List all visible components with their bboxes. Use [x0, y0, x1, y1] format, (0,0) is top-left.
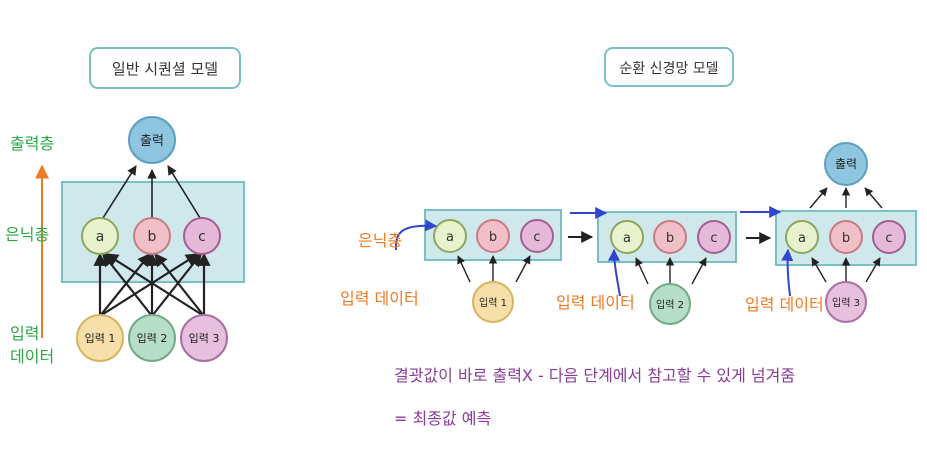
- recurrent-output-label: 출력: [835, 157, 857, 171]
- recurrent-input-node-3: [825, 281, 867, 323]
- recurrent-step2-node-a: [610, 220, 644, 254]
- recurrent-model: 순환 신경망 모델 a b c 입력 1 a b c 입력 2: [424, 47, 917, 325]
- recurrent-title-box: [604, 47, 734, 87]
- sequential-hidden-node-a: [81, 217, 119, 255]
- recurrent-step3-node-c: [872, 220, 906, 254]
- output-layer-annotation: 출력층: [10, 134, 54, 153]
- sequential-hidden-node-b: [133, 217, 171, 255]
- recurrent-step2-node-c: [697, 220, 731, 254]
- recurrent-step1-label-c: c: [533, 230, 540, 245]
- recurrent-step1-node-b: [476, 219, 510, 253]
- hidden-layer-annotation: 은닉층: [5, 225, 49, 244]
- recurrent-input-label-2: 입력 2: [656, 298, 684, 311]
- recurrent-step3-node-a: [785, 220, 819, 254]
- sequential-output-node: [128, 116, 176, 164]
- recurrent-step2-node-b: [653, 220, 687, 254]
- recurrent-step1-label-b: b: [489, 230, 497, 245]
- recurrent-step1-input-arrows: [457, 255, 531, 283]
- sequential-annotations: 출력층 은닉층 입력 데이터: [5, 134, 54, 366]
- input-data-annotation-line1: 입력: [10, 324, 39, 343]
- sequential-input-connections: [93, 252, 211, 317]
- recurrent-output-arrows: [809, 187, 883, 209]
- recurrent-step1-node-a: [433, 219, 467, 253]
- sequential-output-connections: [102, 165, 201, 219]
- recurrent-input-node-2: [649, 283, 691, 325]
- recurrent-output-node: [824, 142, 868, 186]
- recurrent-note-line2: = 최종값 예측: [394, 409, 491, 428]
- sequential-hidden-label-a: a: [96, 229, 105, 245]
- sequential-hidden-node-c: [183, 217, 221, 255]
- recurrent-step1-label-a: a: [446, 230, 454, 245]
- recurrent-input-data-annotation-2: 입력 데이터: [556, 293, 635, 312]
- recurrent-step2-label-c: c: [710, 231, 717, 246]
- blue-arrow-input2: [608, 248, 621, 297]
- recurrent-input-node-1: [472, 281, 514, 323]
- recurrent-hidden-layer-annotation: 은닉층: [358, 231, 402, 250]
- sequential-input-label-1: 입력 1: [85, 332, 116, 345]
- recurrent-input-label-3: 입력 3: [832, 296, 860, 309]
- sequential-input-node-2: [128, 314, 176, 362]
- recurrent-step1-node-c: [520, 219, 554, 253]
- recurrent-input-data-annotation-1: 입력 데이터: [340, 289, 419, 308]
- recurrent-input-data-annotation-3: 입력 데이터: [745, 295, 824, 314]
- sequential-input-label-3: 입력 3: [189, 332, 220, 345]
- sequential-title: 일반 시퀀셜 모델: [112, 60, 218, 78]
- blue-arrow-input3: [781, 248, 794, 297]
- sequential-title-box: [89, 47, 241, 89]
- sequential-input-label-2: 입력 2: [137, 332, 168, 345]
- recurrent-input-label-1: 입력 1: [479, 296, 507, 309]
- recurrent-annotations: 은닉층 입력 데이터 입력 데이터 입력 데이터 결괏값이 바로 출력X - 다…: [340, 206, 824, 428]
- recurrent-step3-input-arrows: [811, 257, 881, 283]
- input-data-annotation-line2: 데이터: [10, 347, 54, 366]
- sequential-output-label: 출력: [140, 134, 164, 149]
- recurrent-note-line1: 결괏값이 바로 출력X - 다음 단계에서 참고할 수 있게 넘겨줌: [394, 366, 795, 385]
- sequential-model: 일반 시퀀셜 모델 출력 a b c 입력 1: [61, 47, 245, 362]
- sequential-input-node-3: [180, 314, 228, 362]
- recurrent-step3-label-a: a: [798, 231, 806, 246]
- sequential-hidden-label-c: c: [198, 229, 206, 245]
- recurrent-step2-label-a: a: [623, 231, 631, 246]
- recurrent-step3-node-b: [829, 220, 863, 254]
- recurrent-step2-input-arrows: [635, 257, 707, 285]
- sequential-input-node-1: [76, 314, 124, 362]
- blue-arrow-into-step1: [394, 219, 438, 251]
- recurrent-step3-label-b: b: [842, 231, 850, 246]
- recurrent-step2-label-b: b: [666, 231, 674, 246]
- recurrent-title: 순환 신경망 모델: [619, 61, 718, 77]
- recurrent-step3-label-c: c: [885, 231, 892, 246]
- sequential-hidden-label-b: b: [148, 229, 157, 245]
